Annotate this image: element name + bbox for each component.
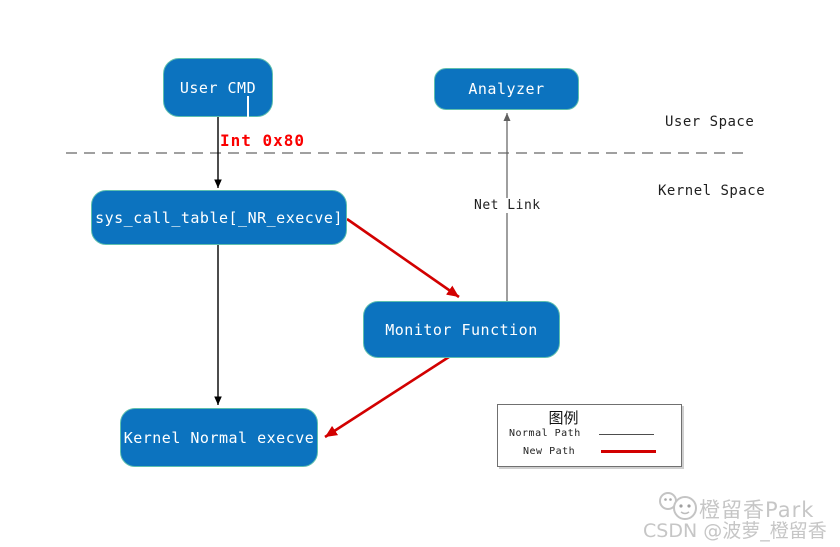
watermark-author: 橙留香Park: [699, 498, 815, 522]
new-path-arrow-syscall-to-monitor: [346, 217, 460, 299]
node-sys-call-table: sys_call_table[_NR_execve]: [91, 190, 347, 245]
node-monitor-function-label: Monitor Function: [385, 320, 538, 339]
node-kernel-normal-execve-label: Kernel Normal execve: [123, 428, 315, 447]
node-analyzer-label: Analyzer: [468, 80, 545, 98]
node-user-cmd-label: User CMD: [179, 78, 257, 97]
net-link-label: Net Link: [471, 198, 544, 213]
watermark-csdn-handle: CSDN @波萝_橙留香: [643, 520, 827, 542]
user-space-label: User Space: [665, 114, 755, 130]
legend-new-path-line-sample: [601, 450, 656, 453]
node-kernel-normal-execve: Kernel Normal execve: [120, 408, 318, 467]
legend-title: 图例: [548, 409, 579, 427]
kernel-space-label: Kernel Space: [658, 183, 766, 199]
node-sys-call-table-label: sys_call_table[_NR_execve]: [95, 208, 343, 227]
new-path-arrow-monitor-to-kernel: [324, 353, 453, 439]
legend-item-normal-path-label: Normal Path: [509, 428, 581, 439]
legend-box: 图例 Normal Path New Path: [497, 404, 682, 467]
connector-anchor-tick: [247, 96, 249, 118]
doodle-face-icon: [659, 492, 697, 520]
node-monitor-function: Monitor Function: [363, 301, 560, 358]
legend-normal-path-line-sample: [599, 434, 654, 435]
interrupt-label: Int 0x80: [220, 131, 306, 150]
node-analyzer: Analyzer: [434, 68, 579, 110]
node-user-cmd: User CMD: [163, 58, 273, 118]
legend-item-new-path-label: New Path: [523, 446, 576, 457]
